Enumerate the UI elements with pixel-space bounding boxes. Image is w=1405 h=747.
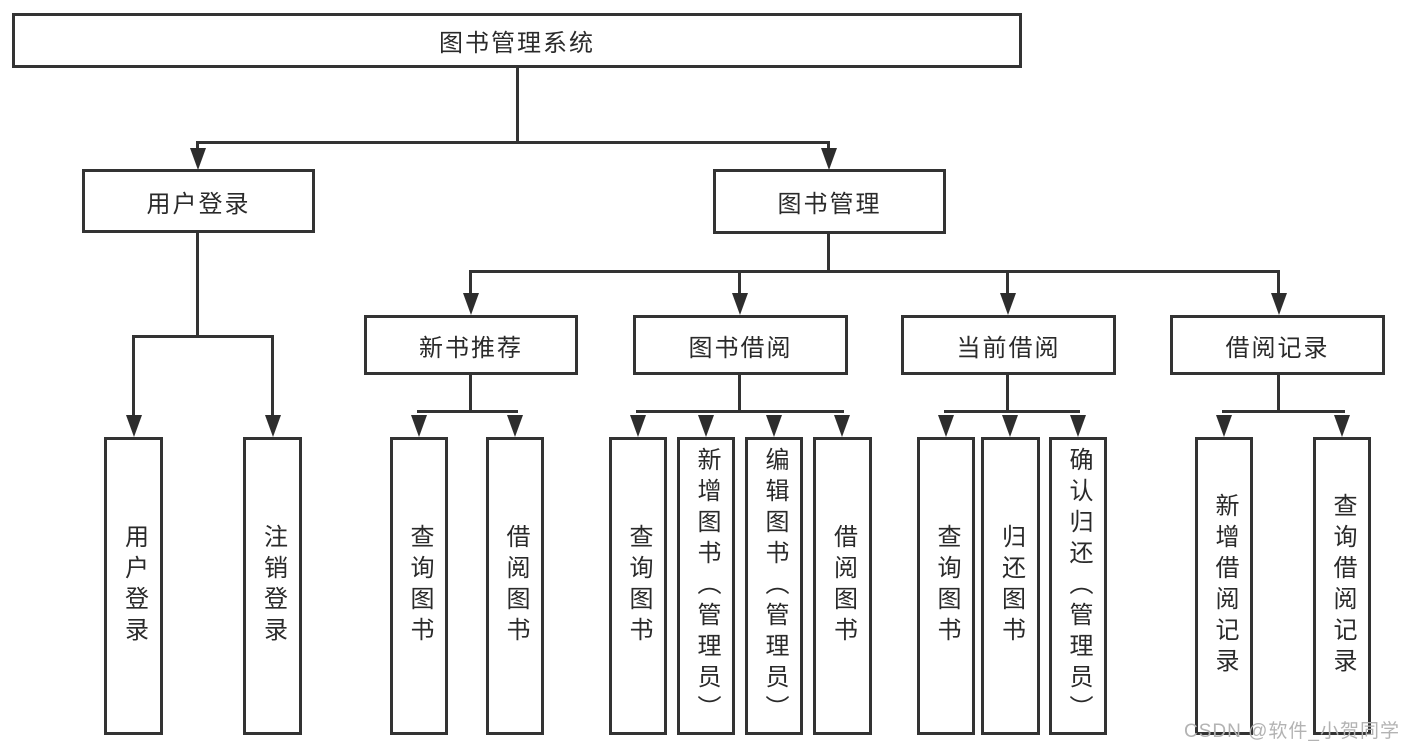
node-borrow-record: 借阅记录 [1170, 315, 1385, 375]
h-line [636, 410, 844, 413]
leaf-return-book: 归还图书 [981, 437, 1040, 735]
v-line [516, 68, 519, 144]
v-line [469, 375, 472, 413]
arrowhead-down [1000, 293, 1016, 315]
node-borrow-record-label: 借阅记录 [1225, 334, 1330, 362]
arrowhead-down [1216, 415, 1232, 437]
leaf-current-query-book-label: 查询图书 [933, 524, 960, 648]
arrowhead-down [1271, 293, 1287, 315]
v-line [196, 233, 199, 338]
arrowhead-down [463, 293, 479, 315]
h-line [944, 410, 1080, 413]
leaf-add-borrow-record-label: 新增借阅记录 [1211, 493, 1238, 679]
leaf-confirm-return-admin: 确认归还（管理员） [1049, 437, 1107, 735]
h-line [417, 410, 518, 413]
leaf-user-login: 用户登录 [104, 437, 163, 735]
arrowhead-down [938, 415, 954, 437]
arrowhead-down [126, 415, 142, 437]
v-line [1277, 270, 1280, 298]
leaf-recommend-query-book-label: 查询图书 [406, 524, 433, 648]
leaf-logout-label: 注销登录 [259, 524, 287, 648]
arrowhead-down [190, 148, 206, 170]
v-line [271, 335, 274, 421]
arrowhead-down [766, 415, 782, 437]
h-line [469, 270, 1280, 273]
leaf-borrow-book-label: 借阅图书 [829, 524, 857, 648]
node-current-borrow: 当前借阅 [901, 315, 1116, 375]
node-book-management: 图书管理 [713, 169, 946, 234]
v-line [1006, 375, 1009, 413]
leaf-borrow-query-book: 查询图书 [609, 437, 667, 735]
node-book-management-label: 图书管理 [777, 191, 882, 218]
arrowhead-down [507, 415, 523, 437]
arrowhead-down [630, 415, 646, 437]
leaf-current-query-book: 查询图书 [917, 437, 975, 735]
v-line [827, 234, 830, 273]
csdn-watermark: CSDN @软件_小贺同学 [1184, 721, 1400, 742]
arrowhead-down [834, 415, 850, 437]
node-user-login: 用户登录 [82, 169, 315, 233]
v-line [1277, 375, 1280, 413]
v-line [738, 375, 741, 413]
node-new-book-recommend: 新书推荐 [364, 315, 578, 375]
leaf-add-book-admin: 新增图书（管理员） [677, 437, 735, 735]
arrowhead-down [698, 415, 714, 437]
v-line [1006, 270, 1009, 298]
h-line [132, 335, 274, 338]
leaf-borrow-book: 借阅图书 [813, 437, 872, 735]
leaf-borrow-query-book-label: 查询图书 [625, 524, 652, 648]
h-line [1222, 410, 1345, 413]
leaf-add-book-admin-label: 新增图书（管理员） [693, 446, 720, 726]
arrowhead-down [411, 415, 427, 437]
leaf-add-borrow-record: 新增借阅记录 [1195, 437, 1253, 735]
arrowhead-down [821, 148, 837, 170]
arrowhead-down [1334, 415, 1350, 437]
node-new-book-recommend-label: 新书推荐 [419, 334, 523, 362]
v-line [469, 270, 472, 298]
leaf-logout: 注销登录 [243, 437, 302, 735]
leaf-recommend-borrow-book-label: 借阅图书 [502, 524, 529, 648]
leaf-edit-book-admin-label: 编辑图书（管理员） [761, 446, 788, 726]
leaf-confirm-return-admin-label: 确认归还（管理员） [1065, 446, 1092, 726]
h-line [196, 141, 830, 144]
arrowhead-down [1002, 415, 1018, 437]
node-user-login-label: 用户登录 [146, 190, 251, 218]
leaf-recommend-borrow-book: 借阅图书 [486, 437, 544, 735]
v-line [738, 270, 741, 298]
leaf-query-borrow-record: 查询借阅记录 [1313, 437, 1371, 735]
node-book-borrow: 图书借阅 [633, 315, 848, 375]
leaf-recommend-query-book: 查询图书 [390, 437, 448, 735]
leaf-return-book-label: 归还图书 [997, 524, 1025, 648]
node-current-borrow-label: 当前借阅 [956, 334, 1061, 362]
leaf-query-borrow-record-label: 查询借阅记录 [1329, 493, 1356, 679]
leaf-edit-book-admin: 编辑图书（管理员） [745, 437, 803, 735]
leaf-user-login-label: 用户登录 [120, 524, 148, 648]
node-book-borrow-label: 图书借阅 [688, 334, 793, 362]
v-line [132, 335, 135, 421]
arrowhead-down [1070, 415, 1086, 437]
node-root: 图书管理系统 [12, 13, 1022, 68]
arrowhead-down [732, 293, 748, 315]
node-root-label: 图书管理系统 [439, 30, 595, 57]
arrowhead-down [265, 415, 281, 437]
